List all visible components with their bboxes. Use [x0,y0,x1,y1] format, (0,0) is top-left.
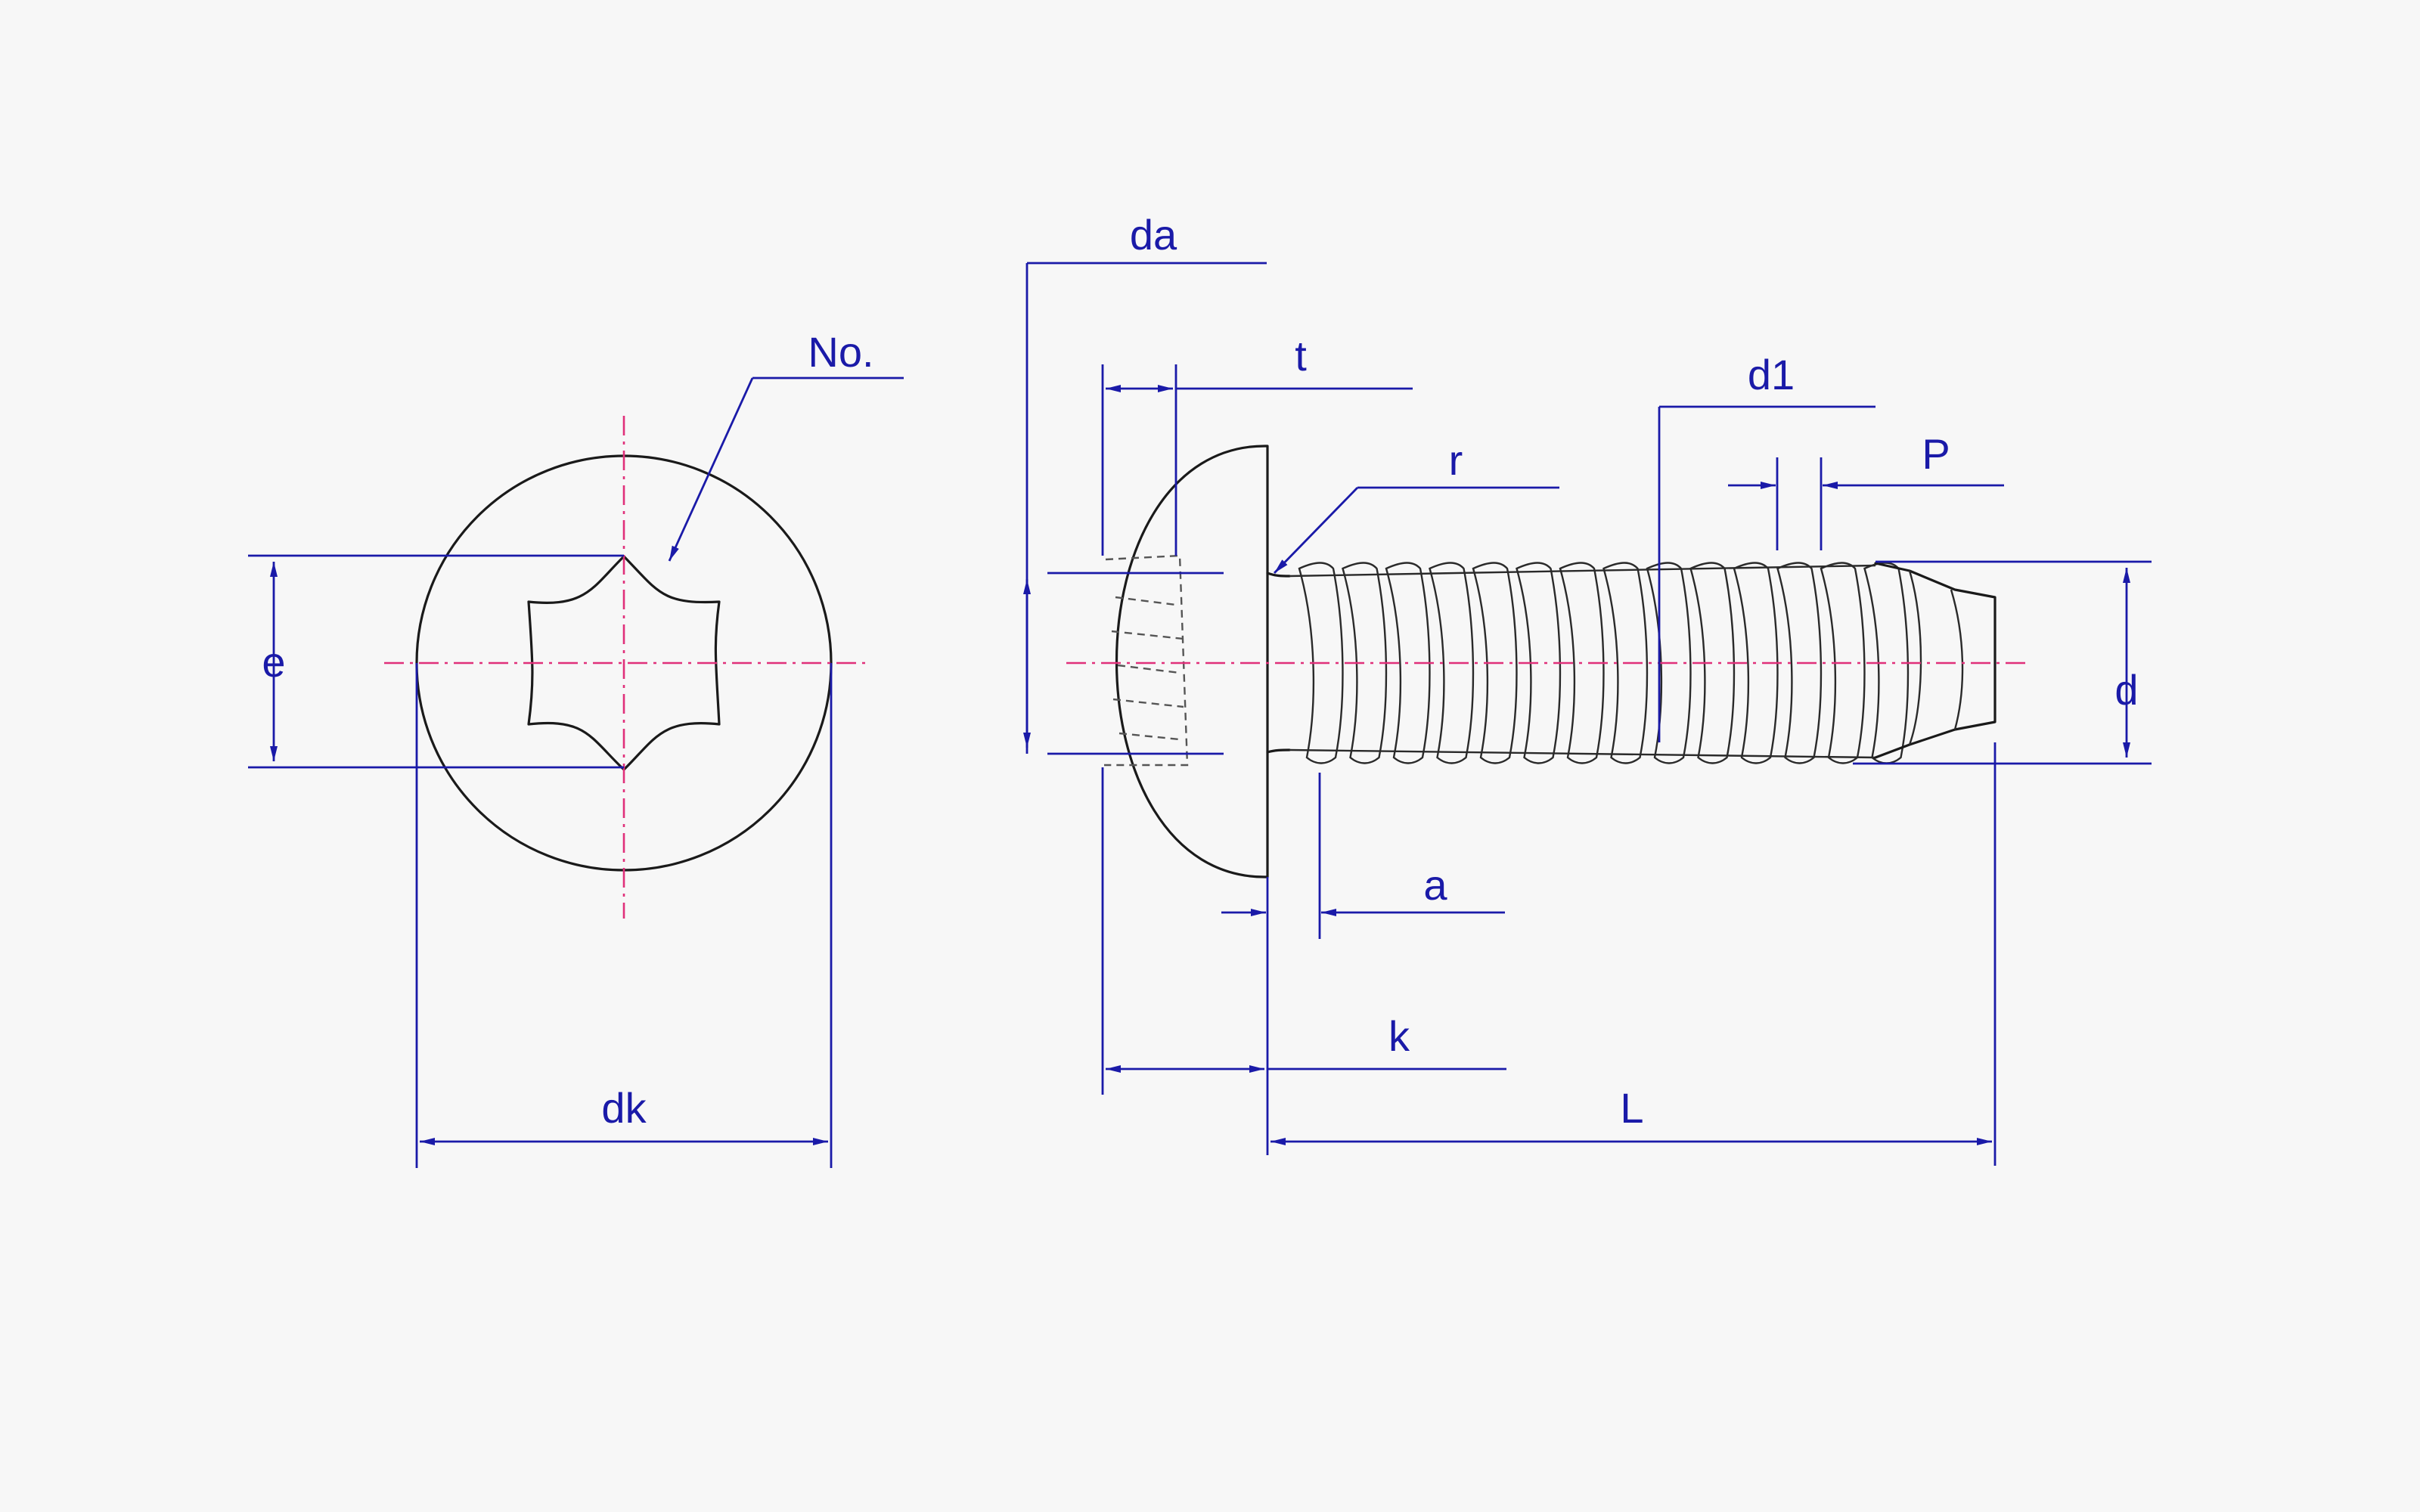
label-a: a [1423,861,1447,909]
thread-crest [1733,562,1779,764]
thread-crest [1559,562,1605,764]
label-d: d [2114,666,2138,714]
screw-tip-thread [1908,570,1964,745]
screw-neck [1266,572,1291,754]
dimension-t: t [1101,332,1413,556]
screw-side-view [1066,445,2027,878]
thread-crest [1689,562,1736,764]
thread-crest [1776,562,1823,764]
label-dk: dk [601,1084,647,1132]
label-r: r [1449,436,1463,484]
thread-crest [1342,562,1388,764]
thread-crest [1429,562,1475,764]
label-e: e [262,638,285,686]
thread-crest [1602,562,1649,764]
dimension-k: k [1101,767,1506,1095]
dimension-dk: dk [415,663,833,1168]
label-d1: d1 [1748,351,1795,398]
head-hidden-recess [1104,554,1189,767]
dimension-da: da [1023,211,1267,755]
thread-crest [1385,562,1431,764]
screw-tip [1874,562,1996,759]
label-da: da [1130,211,1177,259]
thread-crest [1472,562,1518,764]
screw-head-profile [1115,445,1269,878]
label-t: t [1295,332,1307,380]
thread-crest [1820,562,1866,764]
label-k: k [1388,1012,1410,1060]
dimension-a: a [1221,773,1505,1155]
dimension-d: d [1853,560,2152,765]
label-p: P [1922,430,1950,478]
leader-no: No. [668,328,904,562]
dimension-d1: d1 [1658,351,1876,742]
label-no: No. [808,328,873,376]
thread-crest [1298,562,1344,764]
head-top-view [384,416,866,919]
label-l: L [1620,1084,1643,1132]
dimension-e: e [248,554,624,769]
leader-r: r [1273,436,1559,574]
dimension-l: L [1270,742,1996,1166]
thread-crest [1516,562,1562,764]
thread-crest [1646,562,1692,764]
dimension-p: P [1728,430,2004,550]
shank-edge-bottom [1289,748,1876,759]
